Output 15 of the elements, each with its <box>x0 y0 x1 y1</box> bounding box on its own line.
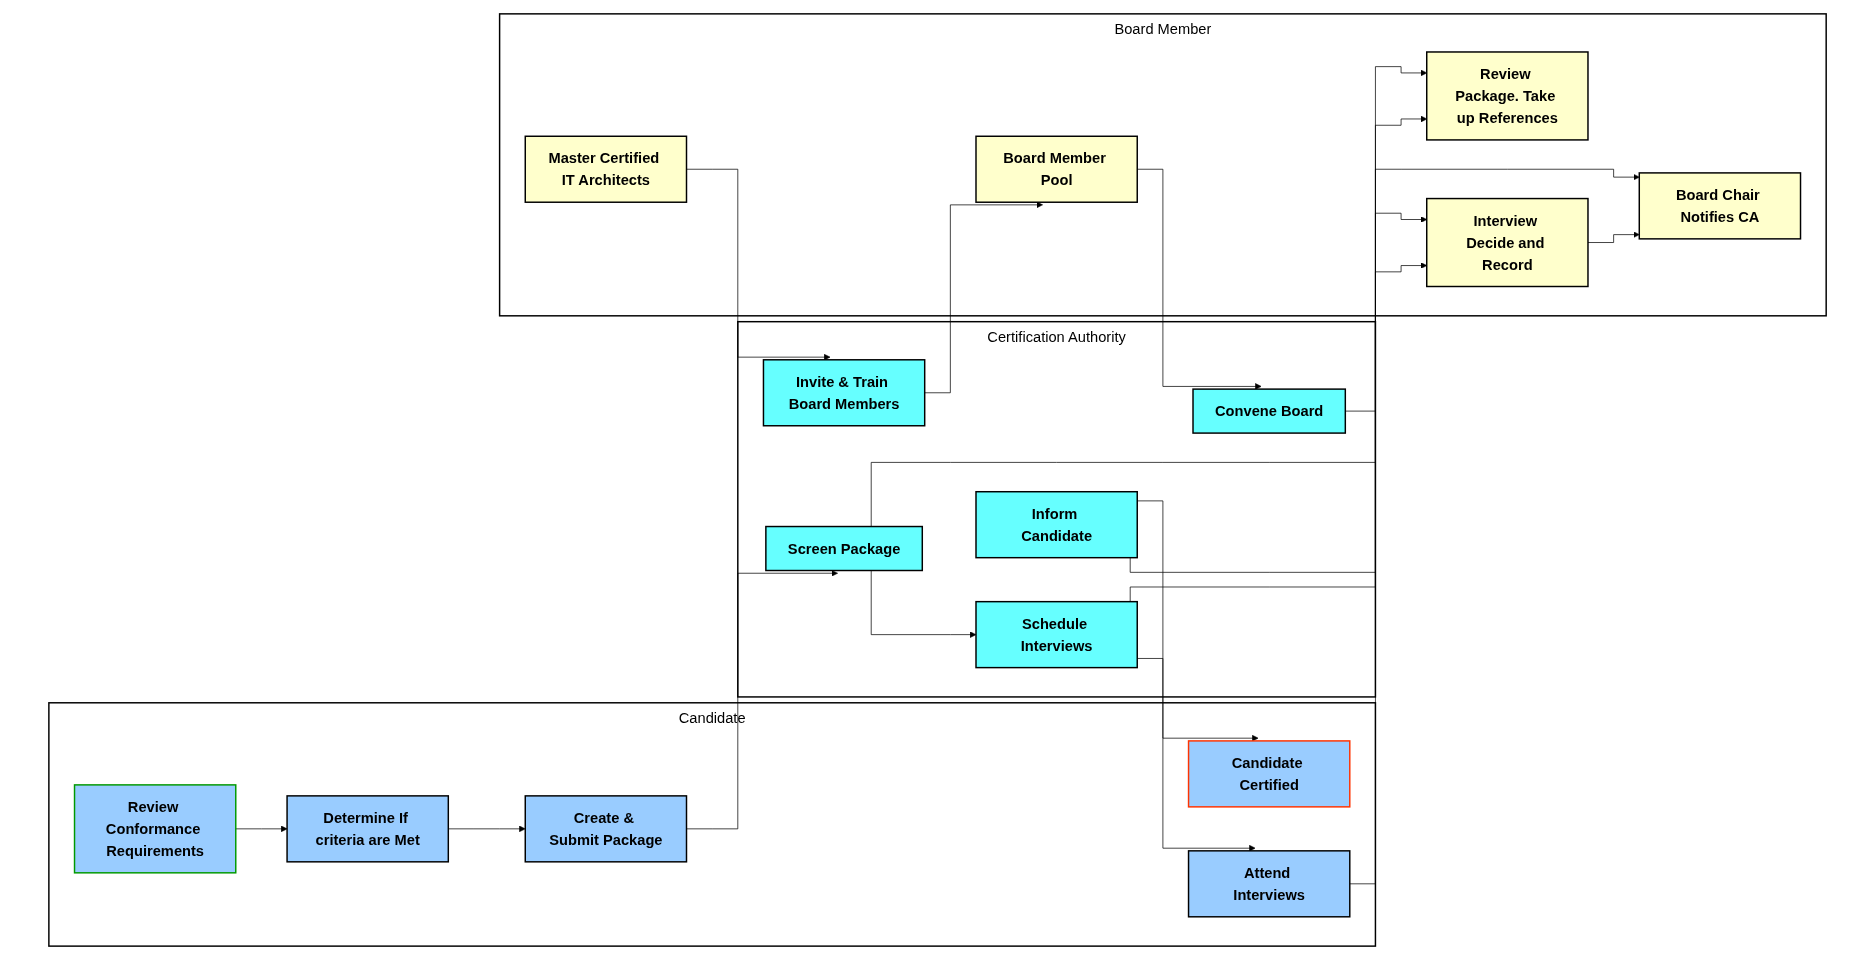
node-box: Board Member Pool <box>975 135 1139 203</box>
node-box: Attend Interviews <box>1188 850 1351 918</box>
node-box: Convene Board <box>1192 388 1347 434</box>
node-box: Determine If criteria are Met <box>286 795 450 863</box>
node-box: Create & Submit Package <box>525 795 688 863</box>
node-box: Review Package. Take up References <box>1426 51 1590 141</box>
node-box: Candidate Certified <box>1188 740 1351 808</box>
node-box: Interview Decide and Record <box>1426 197 1590 288</box>
node-box: Master Certified IT Architects <box>525 135 688 203</box>
node-box: Board Chair Notifies CA <box>1639 172 1802 240</box>
node-box: Review Conformance Requirements <box>74 784 237 874</box>
node-box: Screen Package <box>765 525 924 572</box>
node-box: Invite & Train Board Members <box>763 359 926 427</box>
node-box: Schedule Interviews <box>975 600 1139 669</box>
node-box: Inform Candidate <box>975 491 1139 559</box>
